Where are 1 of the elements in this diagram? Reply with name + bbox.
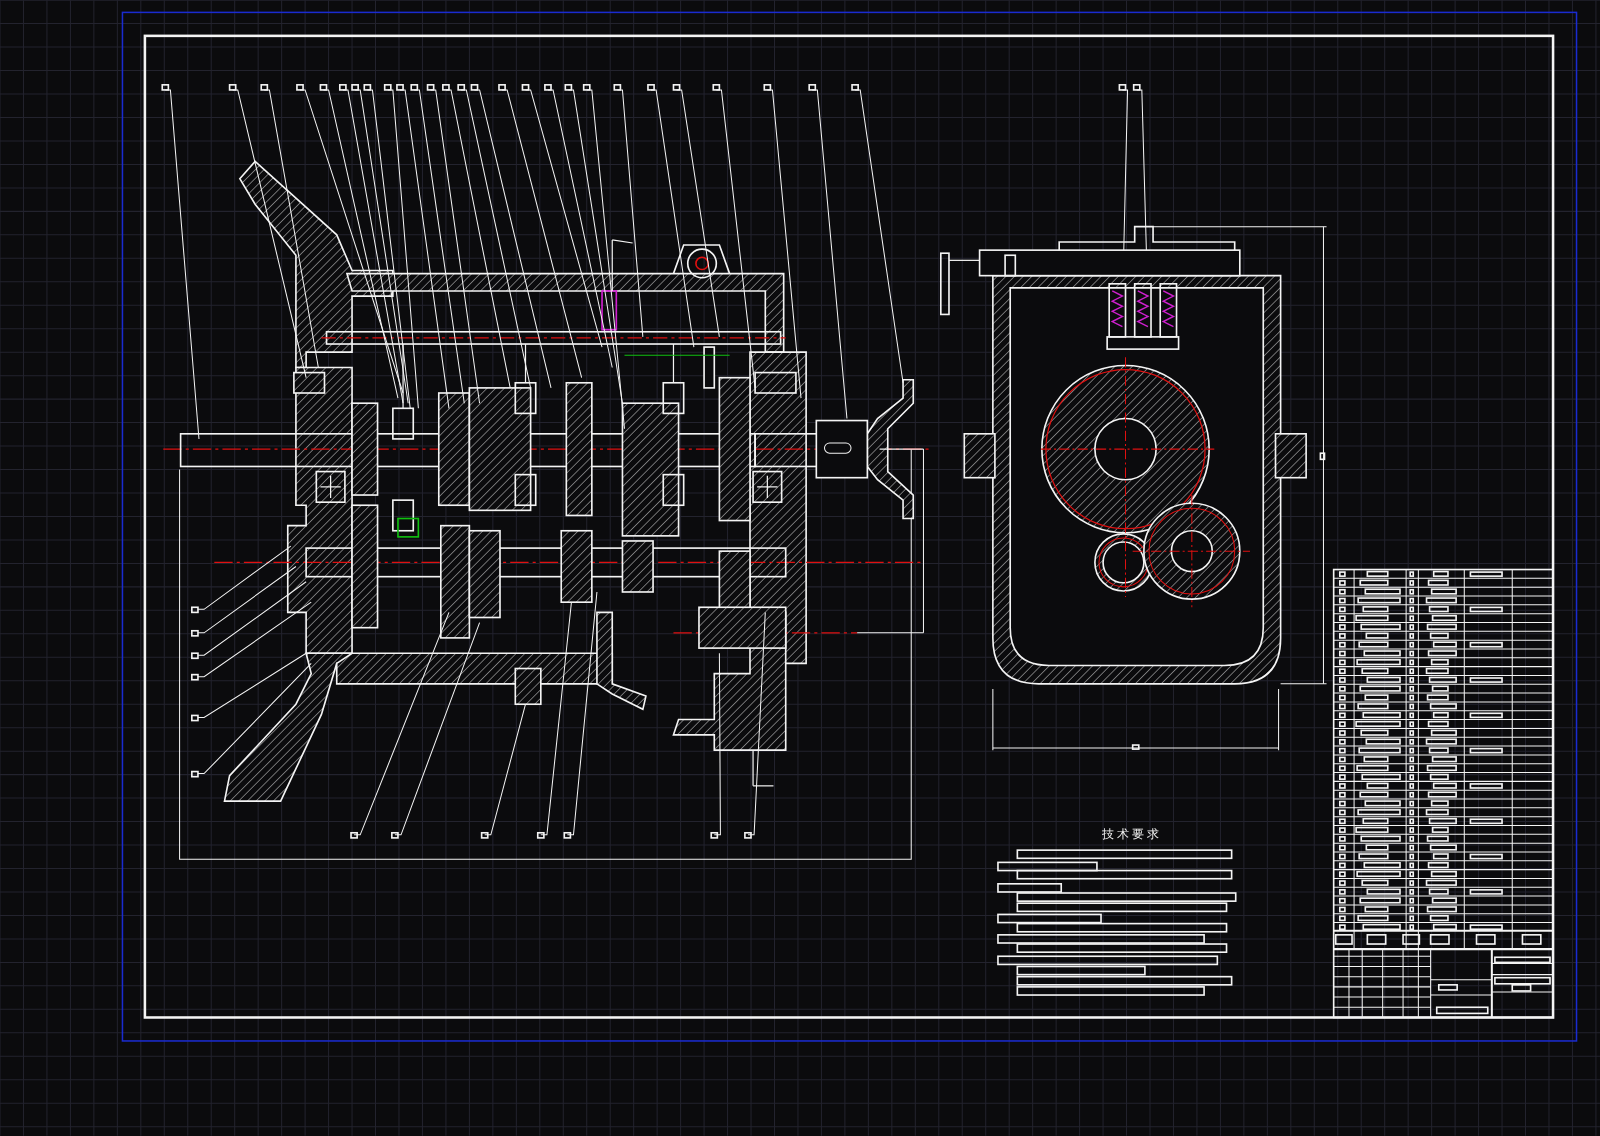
section-heading: 技术要求 — [1102, 826, 1162, 843]
